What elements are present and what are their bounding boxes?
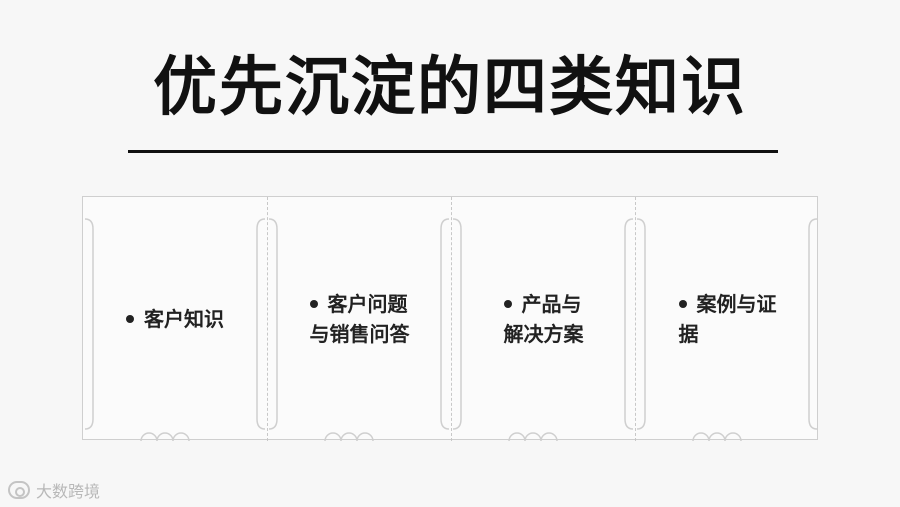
- bullet-dot: [309, 300, 318, 308]
- card-customer-knowledge: 客户知识: [83, 197, 267, 441]
- card-line: 与销售问答: [309, 322, 410, 346]
- card-line: 客户知识: [144, 307, 224, 331]
- watermark: 大数跨境: [8, 478, 100, 502]
- card-cases-evidence: 案例与证 据: [635, 197, 819, 441]
- bullet-dot: [126, 315, 134, 323]
- card-line: 产品与: [521, 292, 582, 316]
- card-product-solutions: 产品与 解决方案: [451, 197, 635, 441]
- page-title: 优先沉淀的四类知识: [153, 51, 747, 125]
- card-customer-questions: 客户问题 与销售问答: [267, 197, 451, 441]
- card-line: 客户问题: [327, 292, 408, 316]
- knowledge-panel: 客户知识 客户问题 与销售问答 产品与 解决方案 案例与证 据: [82, 196, 819, 441]
- card-line: 据: [678, 322, 699, 346]
- bullet-dot: [678, 300, 687, 308]
- watermark-text: 大数跨境: [36, 482, 101, 501]
- card-line: 案例与证: [696, 292, 777, 316]
- bullet-dot: [503, 300, 512, 308]
- brand-logo-icon: [8, 481, 30, 499]
- title-underline: [128, 150, 778, 153]
- card-line: 解决方案: [503, 322, 584, 346]
